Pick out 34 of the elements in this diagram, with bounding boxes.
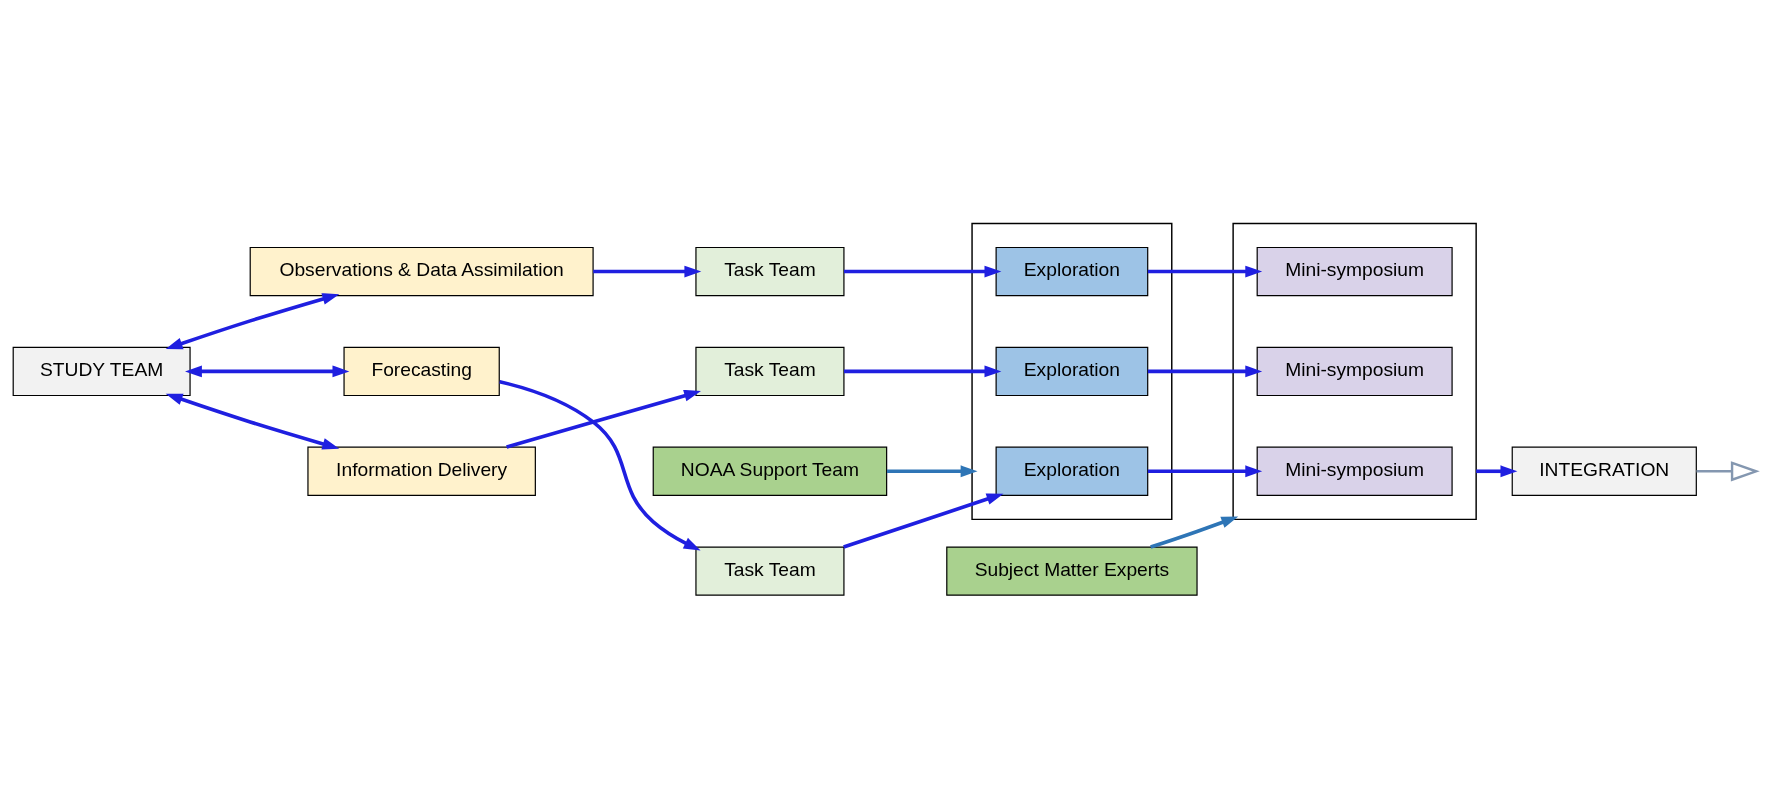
arrow (1147, 265, 1263, 277)
node-box: Mini-symposium (1256, 346, 1453, 396)
node-box: Forecasting (343, 346, 500, 396)
arrow (1147, 365, 1263, 377)
node-box: Mini-symposium (1256, 246, 1453, 296)
node-box: Task Team (695, 246, 845, 296)
arrow (886, 464, 978, 477)
arrow (1476, 464, 1518, 477)
arrow (844, 265, 1002, 277)
arrow (165, 393, 340, 450)
arrow (843, 492, 1004, 549)
node-box: Subject Matter Experts (946, 545, 1198, 596)
node-box: STUDY TEAM (12, 346, 191, 396)
arrow (506, 389, 701, 449)
arrow (1696, 460, 1760, 481)
node-box: Information Delivery (307, 446, 536, 496)
arrow (1147, 464, 1263, 477)
arrow (844, 365, 1002, 377)
arrow (185, 365, 350, 377)
node-box: Exploration (995, 346, 1149, 396)
node-box: Exploration (995, 246, 1149, 296)
arrow (1150, 515, 1239, 549)
arrow (593, 265, 702, 277)
node-box: Mini-symposium (1256, 446, 1453, 496)
node-box: Observations & Data Assimilation (249, 246, 594, 296)
arrow (165, 292, 340, 349)
node-box: INTEGRATION (1511, 446, 1697, 496)
node-box: NOAA Support Team (652, 446, 888, 496)
node-box: Task Team (695, 346, 845, 396)
cluster (1232, 222, 1477, 520)
arrow (499, 379, 701, 550)
node-box: Exploration (995, 446, 1149, 496)
node-box: Task Team (695, 545, 845, 596)
cluster (971, 222, 1173, 520)
